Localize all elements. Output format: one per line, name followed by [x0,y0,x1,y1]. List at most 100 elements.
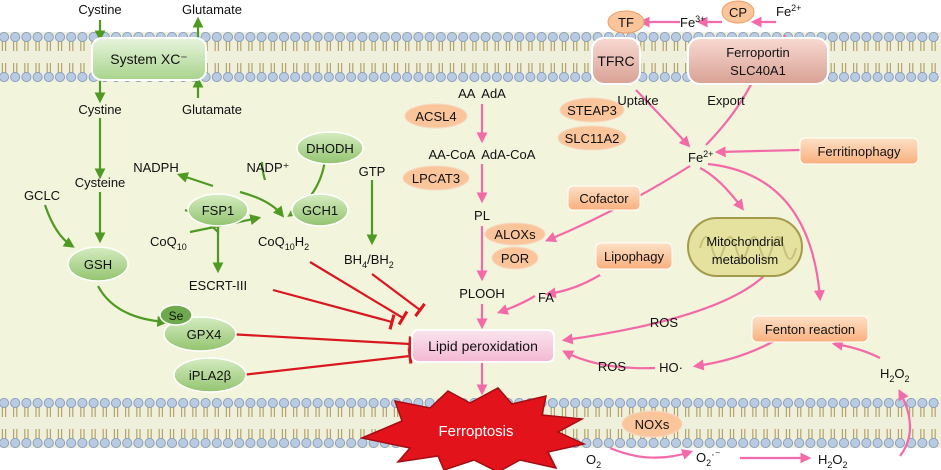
lipid-head [55,397,66,408]
lipid-head [334,32,345,43]
lipid-head [794,437,805,448]
arrow-fe2-to-mito [699,167,744,211]
lipid-head [839,72,850,83]
lipid-head [234,397,245,408]
oxygen-label: O2 [586,452,601,470]
superoxide-label: O2·⁻ [696,449,721,468]
lipid-head [581,397,592,408]
gpx4-node: GPX4 [163,316,237,352]
lipid-head [111,437,122,448]
lipid-head [603,437,614,448]
lipid-head [816,397,827,408]
ferroptosis-label: Ferroptosis [438,423,513,440]
lipid-head [850,32,861,43]
lipid-head [323,437,334,448]
lipid-head [727,397,738,408]
lipid-head [368,72,379,83]
lipid-head [312,72,323,83]
lipid-head [446,32,457,43]
lipid-peroxidation-box: Lipid peroxidation [411,329,555,363]
lipid-head [144,397,155,408]
lipid-head [301,72,312,83]
lipid-head [559,32,570,43]
lipid-head [928,397,939,408]
lipid-head [88,437,99,448]
lipid-head [312,32,323,43]
lipid-head [671,72,682,83]
lipid-head [122,437,133,448]
lipid-head [32,437,43,448]
arrow-fsp1-to-nadph [176,172,214,188]
lipid-head [435,72,446,83]
fe2-intracellular-label: Fe2+ [688,149,713,165]
arrow-fsp1-to-coq10h2 [239,190,285,218]
lipid-head [872,32,883,43]
slc11a2-node: SLC11A2 [557,125,627,151]
lipid-head [536,32,547,43]
inhibit-coq10h2 [309,261,409,326]
lipid-head [0,72,9,82]
lipid-head [55,32,66,43]
lipid-head [222,72,233,83]
gsh-node: GSH [67,246,129,282]
lipid-head [166,437,177,448]
lipid-head [211,437,222,448]
nadph-label: NADPH [133,160,179,175]
lipid-head [290,397,301,408]
lipid-head [155,437,166,448]
lipid-head [189,437,200,448]
gpx4-label: GPX4 [187,327,222,342]
hydroxyl-radical-label: HO· [659,360,683,375]
lipid-head [278,72,289,83]
aloxs-label: ALOXs [494,227,536,242]
gch1-node: GCH1 [291,193,349,227]
lipid-head [615,437,626,448]
lipid-head [312,397,323,408]
lipid-head [21,437,32,448]
lipid-head [458,32,469,43]
lipid-head [514,32,525,43]
lipid-head [10,72,21,83]
lipid-head [88,397,99,408]
arrow-ferritinophagy-to-fe2 [714,146,801,158]
lipid-head [827,397,838,408]
arrow-h2o2-in [898,389,911,457]
ferritinophagy-box: Ferritinophagy [799,137,919,165]
inhibit-gpx4 [227,332,412,352]
lipid-head [267,437,278,448]
lipid-head [760,437,771,448]
lipid-head [346,32,357,43]
lipid-head [323,72,334,83]
export-label: Export [707,93,745,108]
lipid-peroxidation-label: Lipid peroxidation [428,338,538,354]
metabolite-labels: Cystine Glutamate Cystine Glutamate Cyst… [24,2,910,470]
lipid-head [357,437,368,448]
lipid-head [637,397,648,408]
lipid-head [827,437,838,448]
bh4-bh2-label: BH4/BH2 [344,252,394,270]
lipid-head [245,397,256,408]
system-xc-label: System XC⁻ [110,51,187,67]
lipid-head [570,32,581,43]
lipid-head [917,72,928,83]
gsh-label: GSH [84,257,112,272]
lipid-head [671,397,682,408]
lipid-head [872,397,883,408]
mito-label-line2: metabolism [712,252,778,267]
glutamate-extracellular: Glutamate [182,2,242,17]
lipid-head [424,72,435,83]
lipid-head [738,437,749,448]
h2o2-extracellular-label: H2O2 [818,452,848,470]
lipid-head [200,437,211,448]
lipid-head [111,397,122,408]
lipid-head [906,72,917,83]
lipid-head [32,397,43,408]
lipophagy-box: Lipophagy [595,242,673,270]
lipid-head [469,32,480,43]
uptake-label: Uptake [617,93,658,108]
system-xc-transporter: System XC⁻ [91,37,207,81]
lipid-head [402,72,413,83]
fe2-extracellular-label: Fe2+ [776,3,801,19]
lipid-head [66,72,77,83]
